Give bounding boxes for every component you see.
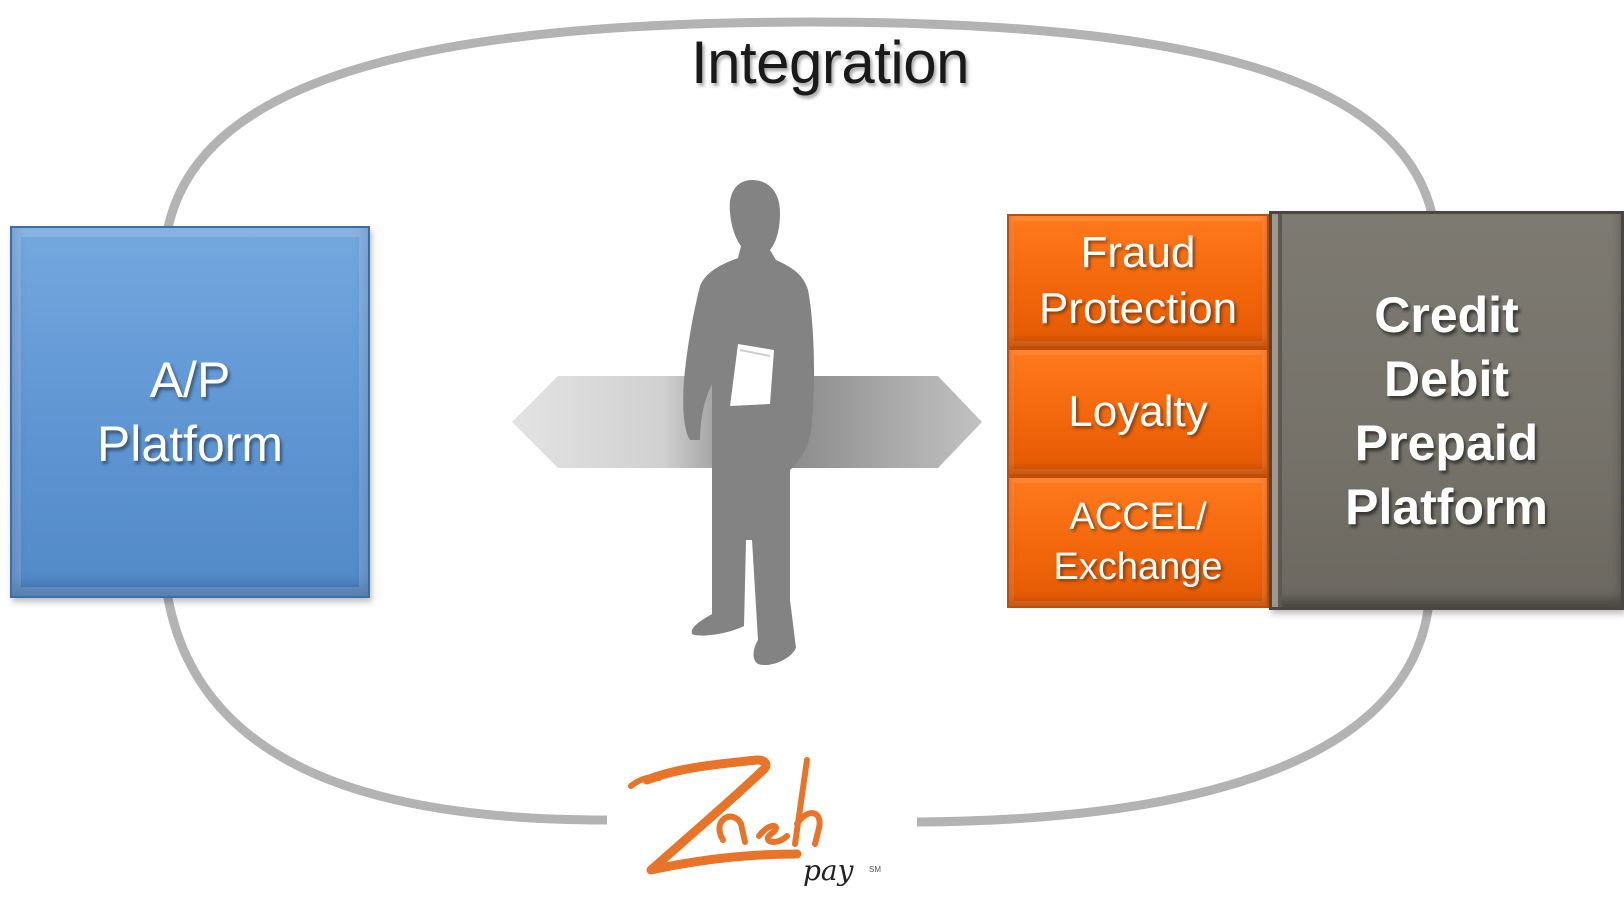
ap-platform-box: A/P Platform <box>10 226 370 598</box>
fraud-protection-line: Fraud <box>1080 228 1196 277</box>
document-icon <box>730 344 774 406</box>
platform-line: Platform <box>1345 478 1548 535</box>
platform-line: Prepaid <box>1354 414 1539 471</box>
loyalty-line: Loyalty <box>1068 387 1208 436</box>
accel-exchange-box: ACCEL/ Exchange <box>1007 476 1269 608</box>
platform-line: Credit <box>1374 286 1519 343</box>
accel-exchange-line: ACCEL/ <box>1069 496 1207 538</box>
accel-exchange-line: Exchange <box>1053 546 1223 588</box>
ap-platform-line: Platform <box>96 416 284 472</box>
businessman-silhouette-icon <box>683 180 815 666</box>
fraud-protection-box: Fraud Protection <box>1007 214 1269 348</box>
diagram-title: Integration <box>690 29 970 96</box>
integration-loop <box>163 17 1437 827</box>
logo-service-mark: SM <box>869 865 881 874</box>
credit-debit-prepaid-platform-box: Credit Debit Prepaid Platform <box>1269 211 1624 610</box>
ap-platform-line: A/P <box>149 352 231 408</box>
loyalty-box: Loyalty <box>1007 348 1269 476</box>
zashpay-logo: pay SM <box>607 720 917 918</box>
logo-subtext: pay <box>803 854 855 887</box>
zashpay-logo-mark: pay SM <box>628 755 881 887</box>
fraud-protection-line: Protection <box>1038 284 1238 333</box>
platform-line: Debit <box>1384 350 1509 407</box>
